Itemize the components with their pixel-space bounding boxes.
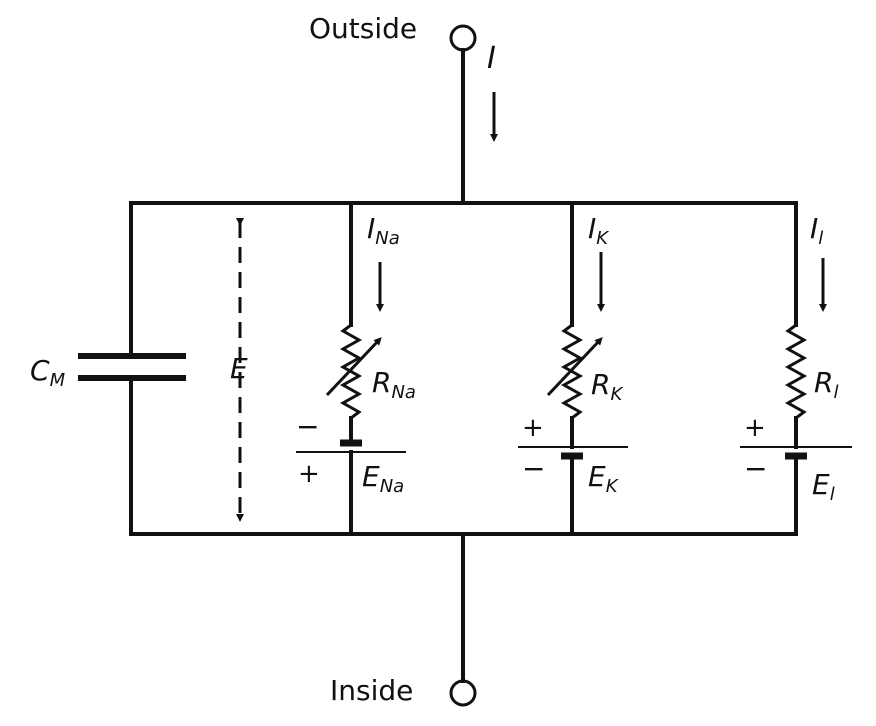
k-variable-arrow (546, 337, 603, 397)
l-resistor (784, 323, 808, 420)
na-current-label: INa (367, 212, 400, 249)
l-minus-sign: − (744, 452, 767, 485)
inside-terminal (449, 679, 477, 707)
na-resistor-label: RNa (372, 366, 416, 403)
voltage-label: E (230, 352, 248, 385)
na-plus-sign: + (298, 459, 320, 489)
k-current-label: IK (588, 212, 609, 249)
k-minus-sign: − (522, 452, 545, 485)
k-resistor-label: RK (591, 368, 623, 405)
l-battery-label: El (812, 468, 835, 505)
capacitor-label: CM (30, 354, 66, 391)
sodium-branch: INa RNa − + ENa (296, 201, 416, 536)
l-resistor-label: Rl (814, 366, 838, 403)
l-current-label: Il (810, 212, 823, 249)
na-battery-label: ENa (362, 460, 404, 497)
capacitor-branch: CM (30, 201, 186, 536)
outside-label: Outside (309, 12, 417, 45)
leak-branch: Il Rl + − El (740, 201, 852, 536)
na-minus-sign: − (296, 410, 319, 443)
inside-label: Inside (330, 674, 413, 707)
potassium-branch: IK RK + − EK (518, 201, 628, 536)
k-battery-label: EK (588, 460, 619, 497)
k-plus-sign: + (522, 413, 544, 443)
total-current-label: I (487, 41, 496, 76)
outside-terminal (449, 24, 477, 52)
l-plus-sign: + (744, 413, 766, 443)
na-variable-arrow (325, 337, 382, 397)
